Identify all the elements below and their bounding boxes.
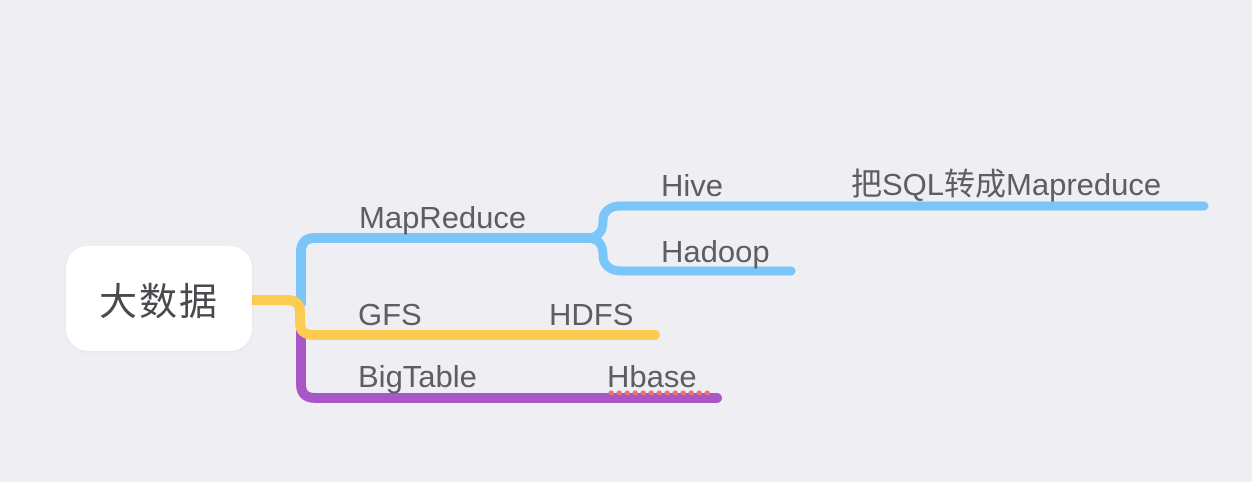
node-gfs[interactable]: GFS xyxy=(358,297,422,332)
node-root[interactable]: 大数据 xyxy=(66,246,252,351)
branch-line-bigtable[interactable] xyxy=(296,325,722,403)
branch-line-hadoop[interactable] xyxy=(583,233,796,276)
branch-line-gfs[interactable] xyxy=(245,295,660,340)
node-hadoop[interactable]: Hadoop xyxy=(661,234,770,269)
node-root-label: 大数据 xyxy=(98,282,219,324)
branch-line-hive[interactable] xyxy=(583,201,1209,243)
node-hbase[interactable]: Hbase xyxy=(607,359,697,394)
node-bigtable[interactable]: BigTable xyxy=(358,359,477,394)
node-hdfs[interactable]: HDFS xyxy=(549,297,634,332)
node-hive[interactable]: Hive xyxy=(661,168,724,203)
node-hive-note[interactable]: 把SQL转成Mapreduce xyxy=(851,167,1162,202)
node-mapreduce[interactable]: MapReduce xyxy=(359,200,527,235)
branch-line-mapreduce[interactable] xyxy=(296,233,595,308)
